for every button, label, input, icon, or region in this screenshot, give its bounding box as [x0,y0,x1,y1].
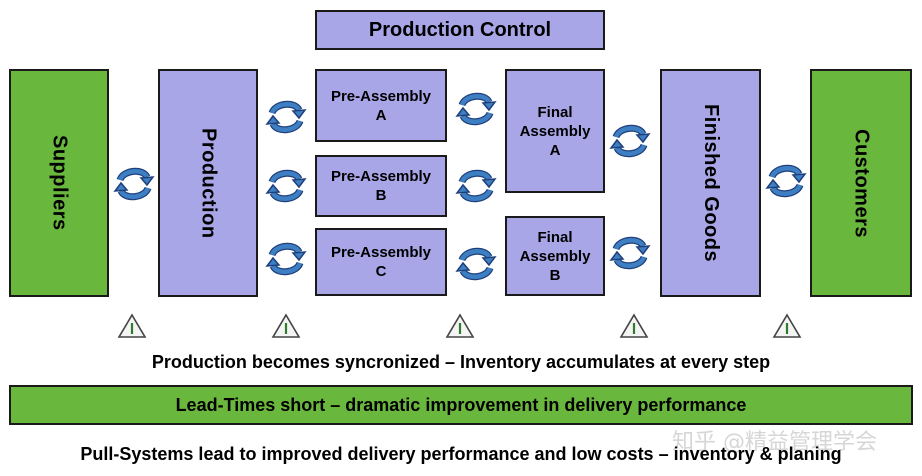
pre-assembly-b-box: Pre-Assembly B [315,155,447,217]
production-label: Production [197,127,220,239]
production-control-box: Production Control [315,10,605,50]
cycle-arrows-icon [609,232,651,274]
pre-assembly-c-box: Pre-Assembly C [315,228,447,296]
production-box: Production [158,69,258,297]
warning-triangle-icon [772,313,802,339]
warning-triangle-icon [445,313,475,339]
cycle-arrows-icon [265,165,307,207]
cycle-arrows-icon [265,96,307,138]
suppliers-label: Suppliers [48,135,71,231]
cycle-arrows-icon [455,165,497,207]
lead-time-banner: Lead-Times short – dramatic improvement … [9,385,913,425]
cycle-arrows-icon [455,243,497,285]
warning-triangle-icon [271,313,301,339]
cycle-arrows-icon [609,120,651,162]
customers-label: Customers [850,128,873,238]
cycle-arrows-icon [265,238,307,280]
watermark: 知乎 @精益管理学会 [672,430,877,455]
warning-triangle-icon [117,313,147,339]
pre-assembly-c-label: Pre-Assembly C [330,244,432,280]
warning-triangle-icon [619,313,649,339]
finished-goods-label: Finished Goods [700,103,722,263]
customers-box: Customers [810,69,912,297]
caption-line-3: Pull-Systems lead to improved delivery p… [80,444,842,464]
finished-goods-box: Finished Goods [660,69,761,297]
production-control-label: Production Control [368,18,552,41]
suppliers-box: Suppliers [9,69,109,297]
final-assembly-b-box: Final Assembly B [505,216,605,296]
cycle-arrows-icon [113,163,155,205]
final-assembly-b-label: Final Assembly B [519,228,591,284]
cycle-arrows-icon [765,160,807,202]
pre-assembly-b-label: Pre-Assembly B [330,168,432,204]
pre-assembly-a-label: Pre-Assembly A [330,87,432,124]
final-assembly-a-label: Final Assembly A [519,103,591,159]
final-assembly-a-box: Final Assembly A [505,69,605,193]
pre-assembly-a-box: Pre-Assembly A [315,69,447,142]
cycle-arrows-icon [455,88,497,130]
lead-time-banner-text: Lead-Times short – dramatic improvement … [175,394,747,415]
caption-line-1: Production becomes syncronized – Invento… [151,352,771,372]
